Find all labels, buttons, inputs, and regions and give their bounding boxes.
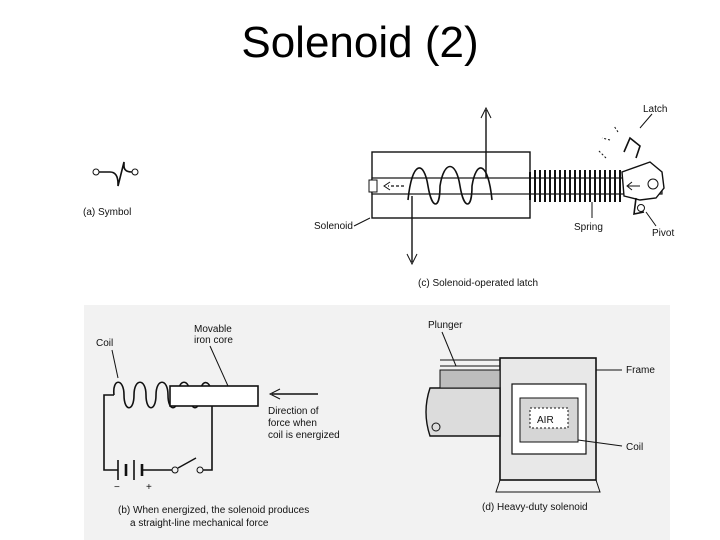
latch-motion-lines (597, 125, 619, 159)
coil-d-leader (577, 439, 623, 447)
frame-base (495, 479, 601, 493)
coil-leader (111, 349, 119, 379)
latch-arrow (626, 181, 640, 191)
latch-hole (647, 178, 659, 190)
pivot-leader (645, 211, 657, 227)
plunger-leader (441, 331, 457, 367)
switch-blade (177, 457, 197, 469)
panel-c-latch: Latch Solenoid Spring Pivot (c) Solenoid… (314, 104, 674, 289)
iron-core (169, 385, 259, 407)
label-coil-d: Coil (626, 442, 643, 453)
coil-winding (113, 381, 213, 409)
wire-down-arrow (406, 253, 418, 266)
label-core-line1: Movable (194, 324, 232, 335)
label-core-line2: iron core (194, 335, 233, 346)
wire-up-arrow (480, 106, 492, 119)
plunger-rod (371, 177, 663, 195)
label-plunger: Plunger (428, 320, 463, 331)
label-frame: Frame (626, 365, 655, 376)
panel-d-heavy-duty: AIR Plunger Frame Coil (d) Heavy-duty so… (425, 320, 655, 513)
panel-b-coil: − + Coil Movable iron core Direction of … (96, 324, 340, 529)
caption-a: (a) Symbol (83, 207, 131, 218)
coil-winding (407, 165, 493, 205)
caption-b-line2: a straight-line mechanical force (130, 518, 269, 529)
solenoid-leader (353, 217, 371, 227)
label-direction-line2: force when (268, 418, 317, 429)
slide-title: Solenoid (2) (241, 18, 479, 67)
plunger (425, 387, 501, 437)
label-direction-line3: coil is energized (268, 430, 340, 441)
circuit-right-wire (203, 398, 213, 471)
core-leader (209, 345, 229, 387)
switch-contact-left (171, 466, 179, 474)
direction-arrowhead (268, 388, 281, 400)
label-direction-line1: Direction of (268, 406, 319, 417)
plunger-stack (439, 369, 501, 389)
force-arrowhead (383, 181, 391, 191)
air-gap (529, 407, 569, 429)
label-spring: Spring (574, 222, 603, 233)
caption-c: (c) Solenoid-operated latch (418, 278, 538, 289)
symbol-terminal-left (92, 168, 100, 176)
latch-hook (623, 136, 641, 159)
battery-plus-label: + (146, 482, 152, 493)
latch-leader (639, 113, 653, 129)
circuit-left-wire (103, 394, 118, 471)
spring-coils (529, 170, 621, 202)
latch-body (621, 161, 665, 201)
symbol-terminal-right (131, 168, 139, 176)
symbol-coil-glyph (99, 161, 133, 187)
panel-a-symbol: (a) Symbol (83, 161, 139, 218)
pivot-point (637, 204, 645, 212)
label-coil-b: Coil (96, 338, 113, 349)
plunger-hole (431, 422, 441, 432)
caption-b-line1: (b) When energized, the solenoid produce… (118, 505, 309, 516)
latch-lever (633, 197, 645, 216)
plunger-tip (368, 179, 378, 193)
label-solenoid: Solenoid (314, 221, 353, 232)
label-air: AIR (537, 415, 554, 426)
battery-minus-label: − (114, 482, 120, 493)
caption-d: (d) Heavy-duty solenoid (482, 502, 588, 513)
label-pivot: Pivot (652, 228, 674, 239)
label-latch: Latch (643, 104, 667, 115)
